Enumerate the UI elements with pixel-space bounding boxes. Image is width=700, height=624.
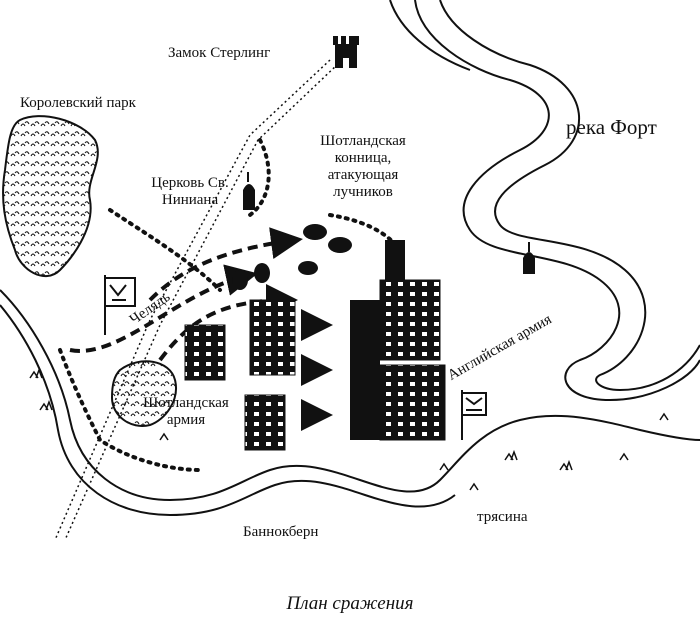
bannockburn-label: Баннокберн bbox=[243, 524, 319, 540]
scottish-army-label: Шотландская армия bbox=[143, 395, 229, 428]
scottish-banner-icon bbox=[104, 275, 136, 335]
royal-park-forest bbox=[2, 115, 99, 277]
english-banner-icon bbox=[461, 390, 487, 440]
church-icon bbox=[243, 172, 255, 210]
river-forth-label: река Форт bbox=[566, 115, 657, 139]
castle-icon bbox=[333, 36, 359, 68]
church-label: Церковь Св. Ниниана bbox=[151, 175, 229, 208]
scottish-advance-arrows bbox=[301, 309, 333, 431]
road bbox=[54, 59, 339, 541]
scottish-army-units bbox=[184, 299, 296, 451]
royal-park-label: Королевский парк bbox=[20, 95, 136, 111]
bog-label: трясина bbox=[477, 509, 528, 525]
scottish-camp-ground bbox=[110, 360, 177, 427]
chapel-icon bbox=[523, 242, 535, 274]
english-army-units bbox=[350, 240, 446, 441]
advance-arrows bbox=[69, 227, 303, 362]
map-drawing bbox=[0, 0, 700, 541]
bannockburn-river bbox=[0, 289, 700, 517]
scottish-cavalry-figures bbox=[232, 224, 352, 290]
map-caption: План сражения bbox=[286, 593, 414, 614]
scottish-cavalry-label: Шотландская конница, атакующая лучников bbox=[320, 133, 406, 200]
castle-label: Замок Стерлинг bbox=[168, 45, 271, 61]
dotted-enclosure bbox=[58, 138, 402, 472]
marsh-tuft-icon bbox=[29, 367, 669, 491]
river-forth bbox=[389, 0, 700, 402]
